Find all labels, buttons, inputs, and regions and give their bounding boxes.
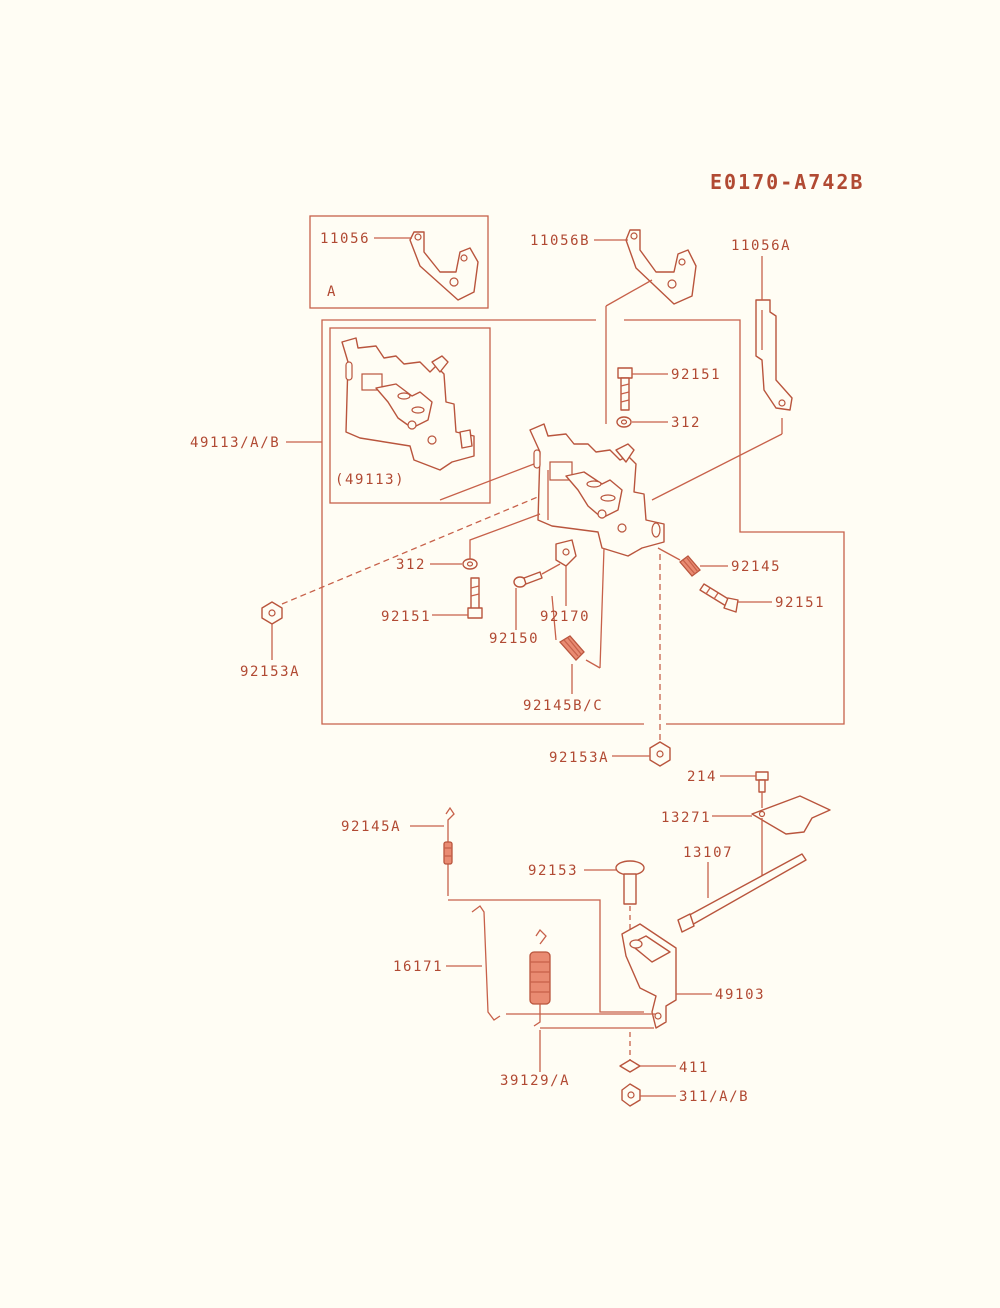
- screw-214: [755, 771, 769, 793]
- nut-311AB: [621, 1083, 641, 1107]
- part-label-49103[interactable]: 49103: [715, 987, 766, 1003]
- part-label-92151-left[interactable]: 92151: [381, 609, 432, 625]
- screw-92151-right: [699, 583, 739, 613]
- panel-49113-main: [529, 423, 665, 557]
- spring-92145: [679, 555, 701, 577]
- part-label-92145A[interactable]: 92145A: [341, 819, 402, 835]
- screw-92151-left: [467, 577, 483, 619]
- part-label-92153[interactable]: 92153: [528, 863, 579, 879]
- bracket-11056: [409, 231, 479, 301]
- panel-49113-inset: [341, 337, 475, 471]
- part-label-311AB[interactable]: 311/A/B: [679, 1089, 750, 1105]
- part-label-11056A[interactable]: 11056A: [731, 238, 792, 254]
- bracket-11056B: [625, 229, 697, 305]
- part-label-11056[interactable]: 11056: [320, 231, 371, 247]
- shaft-13107: [677, 853, 807, 933]
- diagram-code: E0170-A742B: [710, 170, 865, 194]
- assembly-frame-right: [624, 319, 845, 725]
- part-label-214[interactable]: 214: [687, 769, 718, 785]
- spring-92145A: [443, 806, 455, 896]
- inset-a-label: A: [327, 284, 338, 300]
- part-label-16171[interactable]: 16171: [393, 959, 444, 975]
- washer-312-left: [462, 558, 478, 570]
- washer-411: [619, 1059, 641, 1073]
- inset-panel-label: (49113): [335, 472, 406, 488]
- part-label-49113AB[interactable]: 49113/A/B: [190, 435, 281, 451]
- bolt-92153: [615, 860, 645, 905]
- part-label-92151-right[interactable]: 92151: [775, 595, 826, 611]
- nut-92153A-bottom: [649, 741, 671, 767]
- inset-panel-frame: [329, 327, 491, 504]
- spring-92145BC: [558, 635, 585, 661]
- part-label-92153A-bottom[interactable]: 92153A: [549, 750, 610, 766]
- inset-a-frame: [309, 215, 489, 309]
- part-label-411[interactable]: 411: [679, 1060, 710, 1076]
- screw-92151-top: [617, 367, 633, 411]
- plate-13271: [751, 795, 831, 835]
- clip-92170: [555, 539, 577, 567]
- part-label-92145[interactable]: 92145: [731, 559, 782, 575]
- part-label-312-left[interactable]: 312: [396, 557, 427, 573]
- part-label-312-top[interactable]: 312: [671, 415, 702, 431]
- part-label-13271[interactable]: 13271: [661, 810, 712, 826]
- bracket-11056A: [755, 299, 793, 411]
- part-label-92150[interactable]: 92150: [489, 631, 540, 647]
- part-label-92145BC[interactable]: 92145B/C: [523, 698, 604, 714]
- part-label-92170[interactable]: 92170: [540, 609, 591, 625]
- screw-92150: [513, 571, 543, 588]
- spring-39129A: [529, 928, 551, 1027]
- assembly-frame-left: [321, 319, 644, 725]
- part-label-13107[interactable]: 13107: [683, 845, 734, 861]
- part-label-39129A[interactable]: 39129/A: [500, 1073, 571, 1089]
- rod-16171: [471, 905, 501, 1021]
- washer-312-top: [616, 416, 632, 428]
- part-label-92151-top[interactable]: 92151: [671, 367, 722, 383]
- bolt-92153A-left: [261, 601, 283, 625]
- part-label-11056B[interactable]: 11056B: [530, 233, 591, 249]
- part-label-92153A-left[interactable]: 92153A: [240, 664, 301, 680]
- lever-49103: [621, 923, 677, 1029]
